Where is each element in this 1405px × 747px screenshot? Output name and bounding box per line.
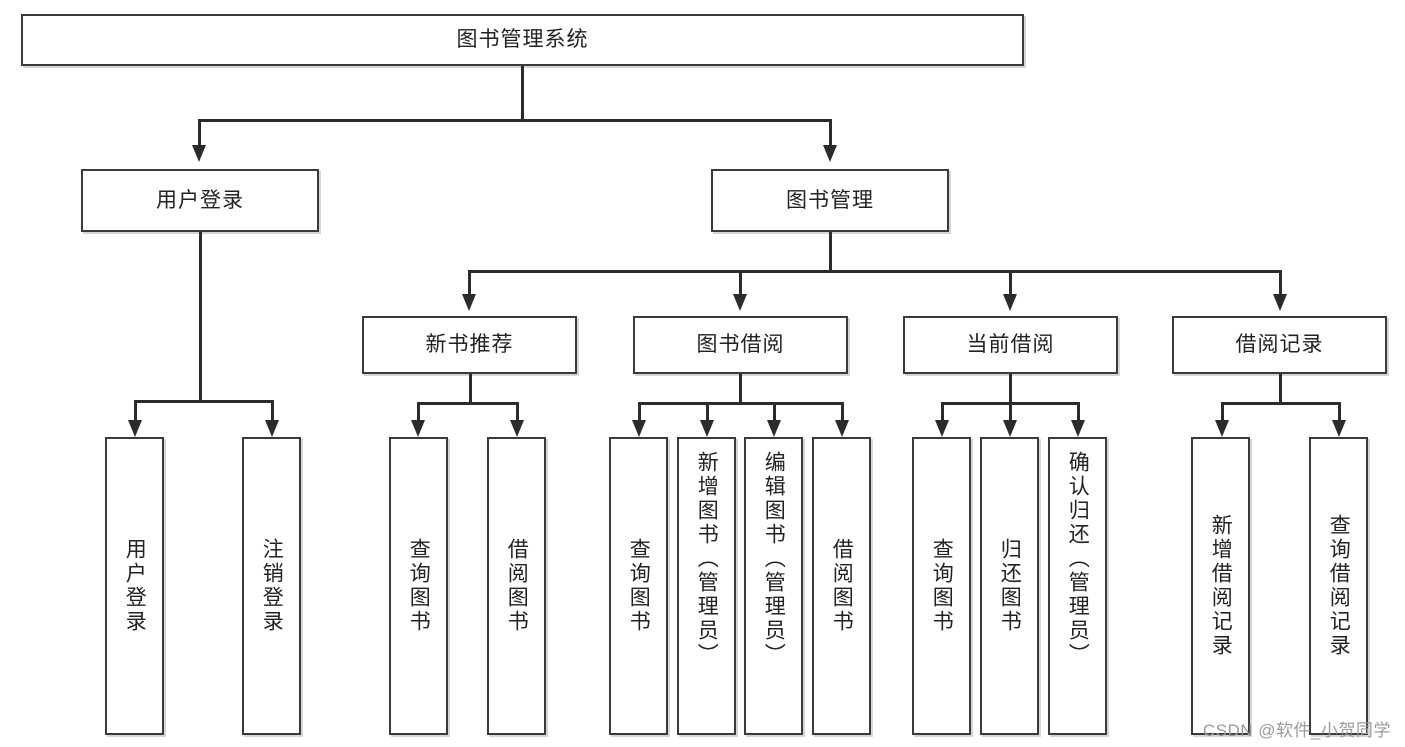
arrow-current-borrow-leaf-2: [1003, 420, 1017, 437]
connector-to-new-book: [468, 270, 471, 294]
node-label: 借阅图书: [505, 538, 529, 634]
leaf-user-login[interactable]: 用户登录: [105, 437, 164, 735]
node-label: 注销登录: [260, 538, 284, 634]
connector-borrow-record-leaf-2: [1338, 402, 1341, 420]
connector-current-borrow-leaf-1: [941, 402, 944, 420]
connector-book-borrow-down: [739, 374, 742, 404]
connector-new-book-leaf-1: [417, 402, 420, 420]
node-book-borrow[interactable]: 图书借阅: [633, 316, 848, 374]
arrow-book-borrow-leaf-2: [700, 420, 714, 437]
node-label: 图书管理: [786, 188, 874, 212]
arrow-to-book-borrow: [733, 294, 747, 311]
connector-book-borrow-leaf-3: [773, 402, 776, 420]
connector-to-borrow-record: [1279, 270, 1282, 294]
connector-book-borrow-leaf-2: [706, 402, 709, 420]
connector-book-mgmt-down: [829, 232, 832, 272]
leaf-add-book-admin[interactable]: 新增图书（管理员）: [677, 437, 736, 735]
node-label: 确认归还（管理员）: [1066, 451, 1090, 667]
connector-new-book-bus: [417, 402, 519, 405]
node-label: 用户登录: [123, 538, 147, 634]
arrow-borrow-record-leaf-1: [1215, 420, 1229, 437]
arrow-current-borrow-leaf-1: [935, 420, 949, 437]
leaf-edit-book-admin[interactable]: 编辑图书（管理员）: [744, 437, 803, 735]
arrow-to-borrow-record: [1273, 294, 1287, 311]
leaf-query-book-borrow[interactable]: 查询图书: [609, 437, 668, 735]
connector-root-to-book-mgmt: [829, 119, 832, 145]
connector-borrow-record-bus: [1221, 402, 1340, 405]
node-label: 用户登录: [156, 188, 244, 212]
arrow-to-new-book: [462, 294, 476, 311]
arrow-book-borrow-leaf-1: [632, 420, 646, 437]
connector-current-borrow-down: [1009, 374, 1012, 404]
node-label: 借阅记录: [1235, 333, 1324, 357]
leaf-borrow-book-new[interactable]: 借阅图书: [487, 437, 546, 735]
arrow-user-login-leaf-2: [265, 420, 279, 437]
node-label: 查询图书: [627, 538, 651, 634]
connector-borrow-record-down: [1279, 374, 1282, 404]
arrow-book-borrow-leaf-3: [767, 420, 781, 437]
connector-user-login-down: [199, 232, 202, 402]
leaf-query-borrow-record[interactable]: 查询借阅记录: [1309, 437, 1368, 735]
connector-book-borrow-leaf-4: [841, 402, 844, 420]
leaf-borrow-book[interactable]: 借阅图书: [812, 437, 871, 735]
arrow-to-current-borrow: [1003, 294, 1017, 311]
arrow-borrow-record-leaf-2: [1332, 420, 1346, 437]
connector-book-mgmt-bus: [468, 270, 1280, 273]
connector-new-book-leaf-2: [516, 402, 519, 420]
connector-user-login-leaf-2: [271, 400, 274, 420]
node-label: 借阅图书: [830, 538, 854, 634]
connector-current-borrow-leaf-2: [1009, 402, 1012, 420]
connector-to-book-borrow: [739, 270, 742, 294]
leaf-query-book-current[interactable]: 查询图书: [912, 437, 971, 735]
arrow-book-borrow-leaf-4: [835, 420, 849, 437]
node-root-library-system[interactable]: 图书管理系统: [21, 14, 1024, 66]
node-book-management[interactable]: 图书管理: [711, 169, 949, 232]
connector-new-book-down: [469, 374, 472, 404]
connector-user-login-bus: [134, 400, 272, 403]
leaf-add-borrow-record[interactable]: 新增借阅记录: [1191, 437, 1250, 735]
node-label: 编辑图书（管理员）: [762, 451, 786, 667]
connector-root-to-user-login: [198, 119, 201, 145]
leaf-confirm-return-admin[interactable]: 确认归还（管理员）: [1048, 437, 1107, 735]
node-label: 查询借阅记录: [1327, 514, 1351, 658]
node-user-login[interactable]: 用户登录: [81, 169, 319, 232]
node-current-borrow[interactable]: 当前借阅: [903, 316, 1118, 374]
node-label: 新增借阅记录: [1209, 514, 1233, 658]
connector-current-borrow-leaf-3: [1077, 402, 1080, 420]
connector-root-down: [521, 66, 524, 120]
node-label: 查询图书: [407, 538, 431, 634]
connector-book-borrow-leaf-1: [638, 402, 641, 420]
leaf-query-book-new[interactable]: 查询图书: [389, 437, 448, 735]
node-label: 查询图书: [930, 538, 954, 634]
leaf-logout[interactable]: 注销登录: [242, 437, 301, 735]
connector-borrow-record-leaf-1: [1221, 402, 1224, 420]
node-new-book-recommend[interactable]: 新书推荐: [362, 316, 577, 374]
node-borrow-record[interactable]: 借阅记录: [1172, 316, 1387, 374]
leaf-return-book[interactable]: 归还图书: [980, 437, 1039, 735]
node-label: 图书借阅: [696, 333, 785, 357]
arrow-to-user-login: [192, 145, 206, 162]
connector-root-bus: [198, 119, 831, 122]
arrow-to-book-mgmt: [823, 145, 837, 162]
node-label: 当前借阅: [966, 333, 1055, 357]
connector-user-login-leaf-1: [134, 400, 137, 420]
node-label: 新书推荐: [425, 333, 514, 357]
connector-book-borrow-bus: [638, 402, 843, 405]
node-label: 新增图书（管理员）: [695, 451, 719, 667]
node-label: 图书管理系统: [456, 28, 589, 52]
arrow-user-login-leaf-1: [128, 420, 142, 437]
arrow-new-book-leaf-2: [510, 420, 524, 437]
watermark: CSDN @软件_小贺同学: [1202, 721, 1391, 740]
arrow-new-book-leaf-1: [411, 420, 425, 437]
arrow-current-borrow-leaf-3: [1071, 420, 1085, 437]
node-label: 归还图书: [998, 538, 1022, 634]
connector-to-current-borrow: [1009, 270, 1012, 294]
